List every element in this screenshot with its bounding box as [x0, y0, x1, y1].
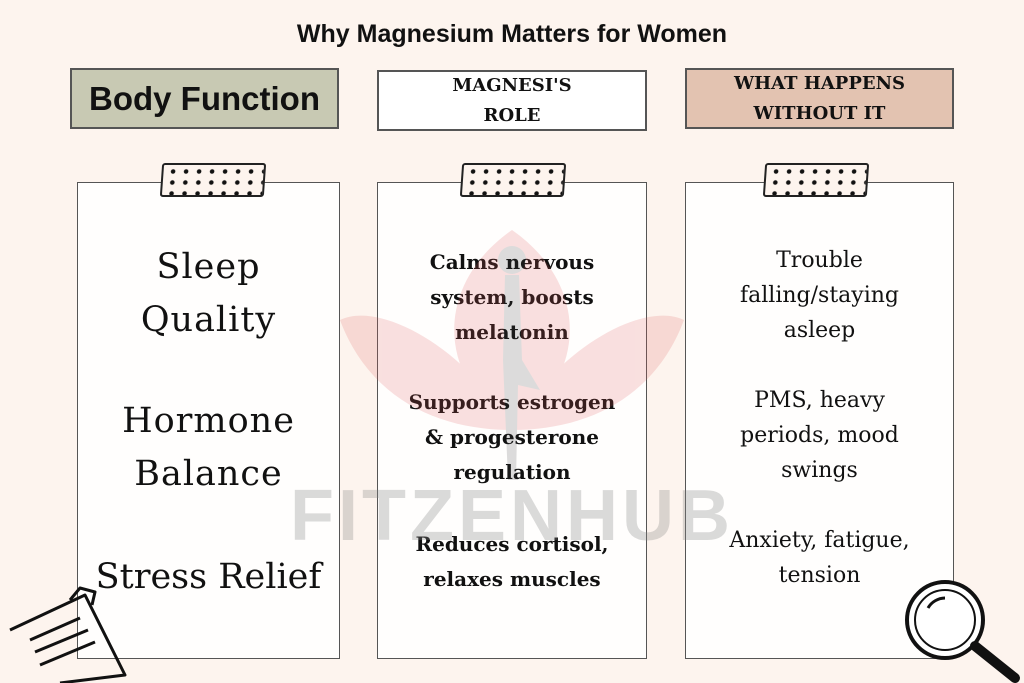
- header-without-line2: WITHOUT IT: [753, 102, 886, 124]
- clipboard-icon: [9, 586, 127, 683]
- polka-dot-tape: [459, 163, 567, 197]
- header-role-line2: ROLE: [483, 104, 541, 126]
- magnifying-glass-icon: [905, 580, 1020, 683]
- header-without-it: WHAT HAPPENS WITHOUT IT: [685, 68, 954, 129]
- header-body-function: Body Function: [70, 68, 339, 129]
- body-function-item: Stress Relief: [95, 557, 322, 597]
- header-role-line1: MAGNESI'S: [452, 74, 572, 96]
- infographic-title: Why Magnesium Matters for Women: [296, 20, 728, 48]
- polka-dot-tape: [762, 163, 870, 197]
- header-magnesium-role: MAGNESI'S ROLE: [377, 70, 647, 131]
- role-item: Reduces cortisol,relaxes muscles: [415, 532, 609, 591]
- polka-dot-tape: [159, 163, 267, 197]
- header-without-line1: WHAT HAPPENS: [733, 72, 906, 94]
- effect-item: Anxiety, fatigue,tension: [729, 528, 910, 588]
